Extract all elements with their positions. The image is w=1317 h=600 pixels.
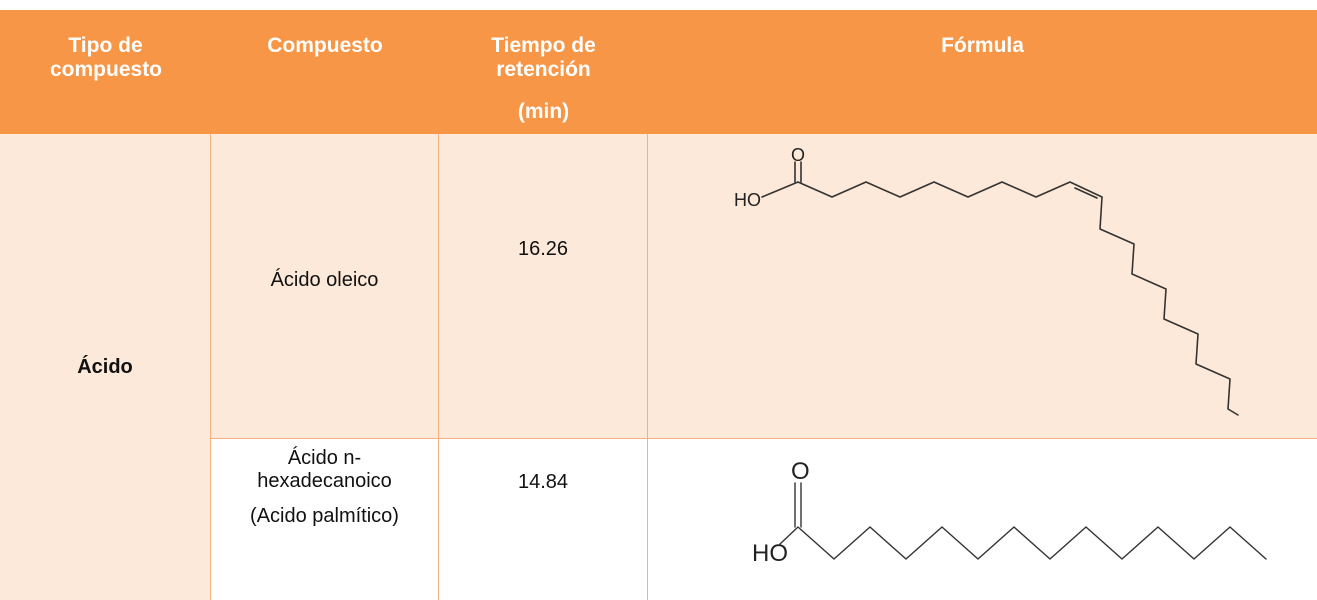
oleic-acid-structure: O HO: [734, 145, 1239, 416]
carbonyl-double-bond: [794, 161, 802, 183]
retention-time: 16.26: [517, 238, 569, 260]
compound-type-label: Ácido: [77, 355, 133, 378]
header-retention-time-unit: (min): [517, 100, 570, 124]
header-formula: Fórmula: [648, 10, 1317, 134]
compound-name: Ácido n-hexadecanoico: [257, 447, 392, 492]
palmitic-acid-structure: O HO: [752, 458, 1267, 567]
header-retention-time-text: Tiempo de retención: [491, 34, 596, 82]
header-formula-label: Fórmula: [941, 34, 1024, 57]
table-row-1-retention: 16.26: [439, 134, 648, 439]
retention-time: 14.84: [517, 471, 569, 493]
header-retention-time-label: Tiempo de retención (min): [439, 10, 648, 124]
palmitic-acid-chain: [779, 526, 1267, 560]
table-row-1-compound: Ácido oleico: [211, 134, 439, 439]
oxygen-label: O: [791, 458, 810, 485]
oxygen-label: O: [791, 145, 805, 165]
oleic-acid-chain: [761, 181, 1239, 416]
header-compound: Compuesto: [211, 10, 439, 134]
header-compound-type-label: Tipo de compuesto: [50, 34, 163, 82]
header-compound-label: Compuesto: [267, 34, 383, 57]
cis-double-bond: [1074, 187, 1098, 199]
compound-type-cell: Ácido: [0, 134, 211, 600]
header-compound-type: Tipo de compuesto: [0, 10, 211, 134]
compound-name: Ácido oleico: [270, 268, 379, 291]
hydroxyl-label: HO: [752, 540, 788, 567]
table-row-2-compound: Ácido n-hexadecanoico (Acido palmítico): [211, 439, 439, 600]
table-row-2-formula: O HO: [648, 439, 1317, 600]
hydroxyl-label: HO: [734, 190, 761, 210]
carbonyl-double-bond: [794, 482, 802, 528]
table-row-2-retention: 14.84: [439, 439, 648, 600]
table-row-1-formula: O HO: [648, 134, 1317, 439]
header-retention-time: Tiempo de retención (min): [439, 10, 648, 134]
compound-synonym: (Acido palmítico): [250, 505, 399, 527]
compound-table: Tipo de compuesto Compuesto Tiempo de re…: [0, 10, 1317, 600]
